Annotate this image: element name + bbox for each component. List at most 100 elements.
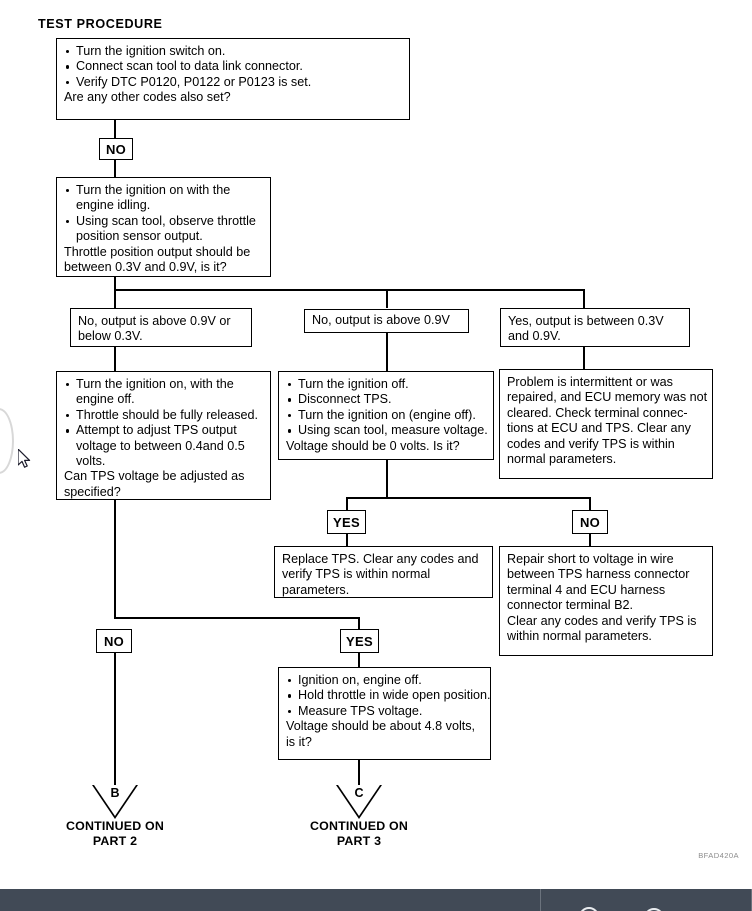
tag-no-left-bottom: NO [96,629,132,653]
wot-bullet-2: Hold throttle in wide open position. [286,688,491,703]
connector-no-to-step2 [114,160,116,177]
left-action-bullet-3-line-2: voltage to between 0.4and 0.5 [76,438,245,453]
connector-leftsplit-drop-yes [358,617,360,630]
connector-leftsplit-bar [114,617,360,619]
repair-short-line-2: between TPS harness connector [507,567,690,582]
right-result-line-1: Problem is intermittent or was [507,375,673,389]
connector-step2-stub [114,277,116,290]
mid-action-bullet-3: Turn the ignition on (engine off). [286,408,486,423]
page-connector-b-letter: B [110,786,120,800]
system-navigation-bar [0,889,752,911]
connector-split-drop-right [583,289,585,308]
connector-branch-left-down [114,347,116,371]
connector-midsplit-drop-no [589,497,591,510]
step2-bullet-1-line-2: engine idling. [76,198,151,213]
connector-split-bar-top [114,289,584,291]
node-repair-short: Repair short to voltage in wire between … [499,546,713,656]
left-action-bullet-3-line-1: Attempt to adjust TPS output [64,423,263,438]
branch-left-line-2: below 0.3V. [78,329,143,344]
step2-bullet-1-line-1: Turn the ignition on with the [64,183,263,198]
triangle-inner-c [337,785,380,816]
wot-bullet-3: Measure TPS voltage. [286,704,483,719]
tag-yes-mid: YES [327,510,366,534]
mid-action-line-1: Voltage should be 0 volts. Is it? [286,438,460,453]
node-replace-tps: Replace TPS. Clear any codes and verify … [274,546,493,598]
step2-bullet-2-line-2: position sensor output. [76,229,203,244]
page-connector-b: B [92,785,138,819]
replace-tps-line-2: verify TPS is within normal [282,567,431,582]
page-connector-c: C [336,785,382,819]
connector-noleft-down [114,653,116,785]
mid-action-bullet-2: Disconnect TPS. [286,392,486,407]
branch-right-line-2: and 0.9V. [508,329,561,344]
tag-yes-left-bottom: YES [340,629,379,653]
left-action-bullet-2: Throttle should be fully released. [64,408,263,423]
continued-on-b: CONTINUED ON PART 2 [45,819,185,849]
right-result-line-4: tions at ECU and TPS. Clear any [507,421,691,436]
triangle-inner-b [93,785,136,816]
branch-right-line-1: Yes, output is between 0.3V [508,314,664,328]
node-branch-mid: No, output is above 0.9V [304,309,469,333]
right-result-line-3: cleared. Check terminal connec- [507,405,688,420]
continued-on-c-line-2: PART 3 [336,834,382,848]
replace-tps-line-1: Replace TPS. Clear any codes and [282,552,479,566]
right-result-line-2: repaired, and ECU memory was not [507,390,708,405]
left-action-bullet-1-line-2: engine off. [76,392,135,407]
replace-tps-line-3: parameters. [282,582,350,597]
mouse-cursor [17,448,32,474]
connector-mid-action-stub [386,460,388,498]
repair-short-line-1: Repair short to voltage in wire [507,552,674,566]
continued-on-c: CONTINUED ON PART 3 [289,819,429,849]
connector-branch-right-down [583,347,585,369]
start-bullet-3: Verify DTC P0120, P0122 or P0123 is set. [64,75,402,90]
left-action-line-1: Can TPS voltage be adjusted as [64,469,245,484]
connector-split-drop-left [114,289,116,308]
connector-yesmid-to-replace [346,534,348,547]
left-action-bullet-1-line-1: Turn the ignition on, with the [64,377,263,392]
node-branch-right: Yes, output is between 0.3V and 0.9V. [500,308,690,347]
repair-short-line-3: terminal 4 and ECU harness [507,582,666,597]
mid-action-bullet-1: Turn the ignition off. [286,377,486,392]
node-left-action: Turn the ignition on, with the engine of… [56,371,271,500]
page-edge-arc [0,408,14,474]
page-connector-c-letter: C [354,786,364,800]
recent-apps-icon[interactable] [706,895,732,911]
page-title: TEST PROCEDURE [38,17,163,31]
continued-on-b-line-1: CONTINUED ON [65,819,165,833]
step2-line-2: between 0.3V and 0.9V, is it? [64,260,227,275]
figure-code: BFAD420A [698,851,739,860]
node-wot-check: Ignition on, engine off. Hold throttle i… [278,667,491,760]
continued-on-b-line-2: PART 2 [92,834,138,848]
left-action-bullet-3-line-3: volts. [76,454,106,469]
step2-line-1: Throttle position output should be [64,244,251,259]
wot-bullet-1: Ignition on, engine off. [286,673,483,688]
step2-bullet-2-line-1: Using scan tool, observe throttle [64,214,263,229]
node-mid-action: Turn the ignition off. Disconnect TPS. T… [278,371,494,460]
back-icon[interactable] [576,895,602,911]
wot-line-1: Voltage should be about 4.8 volts, [286,719,476,734]
home-icon[interactable] [641,895,667,911]
connector-midsplit-drop-yes [346,497,348,510]
node-branch-left: No, output is above 0.9V or below 0.3V. [70,308,252,347]
navbar-divider [540,889,541,911]
connector-midsplit-bar [346,497,591,499]
right-result-line-6: normal parameters. [507,452,617,467]
start-bullet-2: Connect scan tool to data link connector… [64,59,402,74]
navbar-icons [556,889,752,911]
connector-split-drop-mid [386,289,388,308]
repair-short-line-5: Clear any codes and verify TPS is [507,613,697,628]
tag-no-top: NO [99,138,133,160]
node-start: Turn the ignition switch on. Connect sca… [56,38,410,120]
start-question: Are any other codes also set? [64,90,231,105]
repair-short-line-4: connector terminal B2. [507,598,633,613]
continued-on-c-line-1: CONTINUED ON [309,819,409,833]
mid-action-bullet-4: Using scan tool, measure voltage. [286,423,488,438]
branch-left-line-1: No, output is above 0.9V or [78,314,231,328]
tag-no-mid: NO [572,510,608,534]
left-action-line-2: specified? [64,484,121,499]
connector-wot-down [358,760,360,785]
connector-left-action-down [114,500,116,618]
repair-short-line-6: within normal parameters. [507,629,652,644]
connector-start-to-no [114,120,116,138]
